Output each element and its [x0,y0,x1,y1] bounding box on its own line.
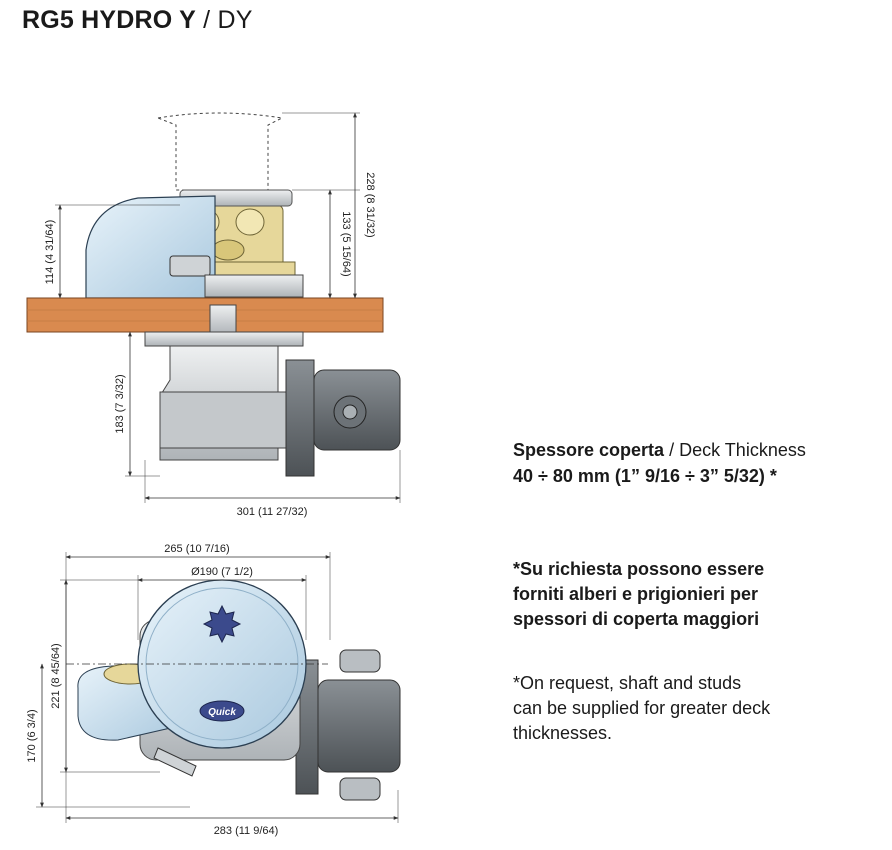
star-knob-icon [202,604,242,644]
brand-mark: Quick [208,707,236,718]
note-italian-line: *Su richiesta possono essere [513,559,765,579]
under-deck-flange [144,331,304,347]
note-english-line: can be supplied for greater deck [513,698,771,718]
dim-below-deck: 183 (7 3/32) [114,374,126,433]
top-lever [153,747,197,777]
deck-thickness-label-en: Deck Thickness [679,440,806,460]
deck-thickness-label-it: Spessore coperta [513,440,665,460]
deck-thickness-range: 40 ÷ 80 mm (1” 9/16 ÷ 3” 5/32) * [513,466,777,486]
page-title: RG5 HYDRO Y / DY [22,6,253,35]
motor-flange [285,359,315,477]
dim-total-height: 228 (8 31/32) [364,172,376,237]
top-hydraulic-motor [317,679,401,773]
model-variant: DY [217,6,253,34]
brand-badge [199,700,245,722]
base-plate [204,274,304,298]
top-view: Quick 265 (10 7/16) Ø190 (7 1/2) 221 (8 … [26,543,401,837]
lever-handle [169,255,211,277]
blue-cover [85,195,216,299]
cap-outline-dashed [156,112,284,191]
dim-height-above-deck: 114 (4 31/64) [44,220,56,285]
note-english-line: thicknesses. [513,723,613,743]
deck-thickness-separator: / [669,440,675,460]
shaft [209,304,237,336]
note-english-line: *On request, shaft and studs [513,673,742,693]
deck-thickness-heading: Spessore coperta / Deck Thickness [513,438,806,463]
title-separator: / [203,6,211,34]
deck-wood [26,297,384,333]
note-italian-line: spessori di coperta maggiori [513,609,760,629]
note-italian: *Su richiesta possono essere forniti alb… [513,557,764,632]
note-english: *On request, shaft and studs can be supp… [513,671,770,746]
dim-overall-length: 301 (11 27/32) [237,506,308,518]
note-italian-line: forniti alberi e prigionieri per [513,584,759,604]
dim-overall-283: 283 (11 9/64) [214,825,279,837]
dim-width-221: 221 (8 45/64) [50,643,62,708]
model-name: RG5 HYDRO Y [22,6,197,34]
side-view: 114 (4 31/64) 133 (5 15/64) 228 (8 31/32… [26,112,401,518]
dim-chain-height: 133 (5 15/64) [340,211,352,276]
dim-diameter-190: Ø190 (7 1/2) [191,566,253,578]
dim-length-265: 265 (10 7/16) [164,543,229,555]
dim-width-170: 170 (6 3/4) [26,709,38,762]
